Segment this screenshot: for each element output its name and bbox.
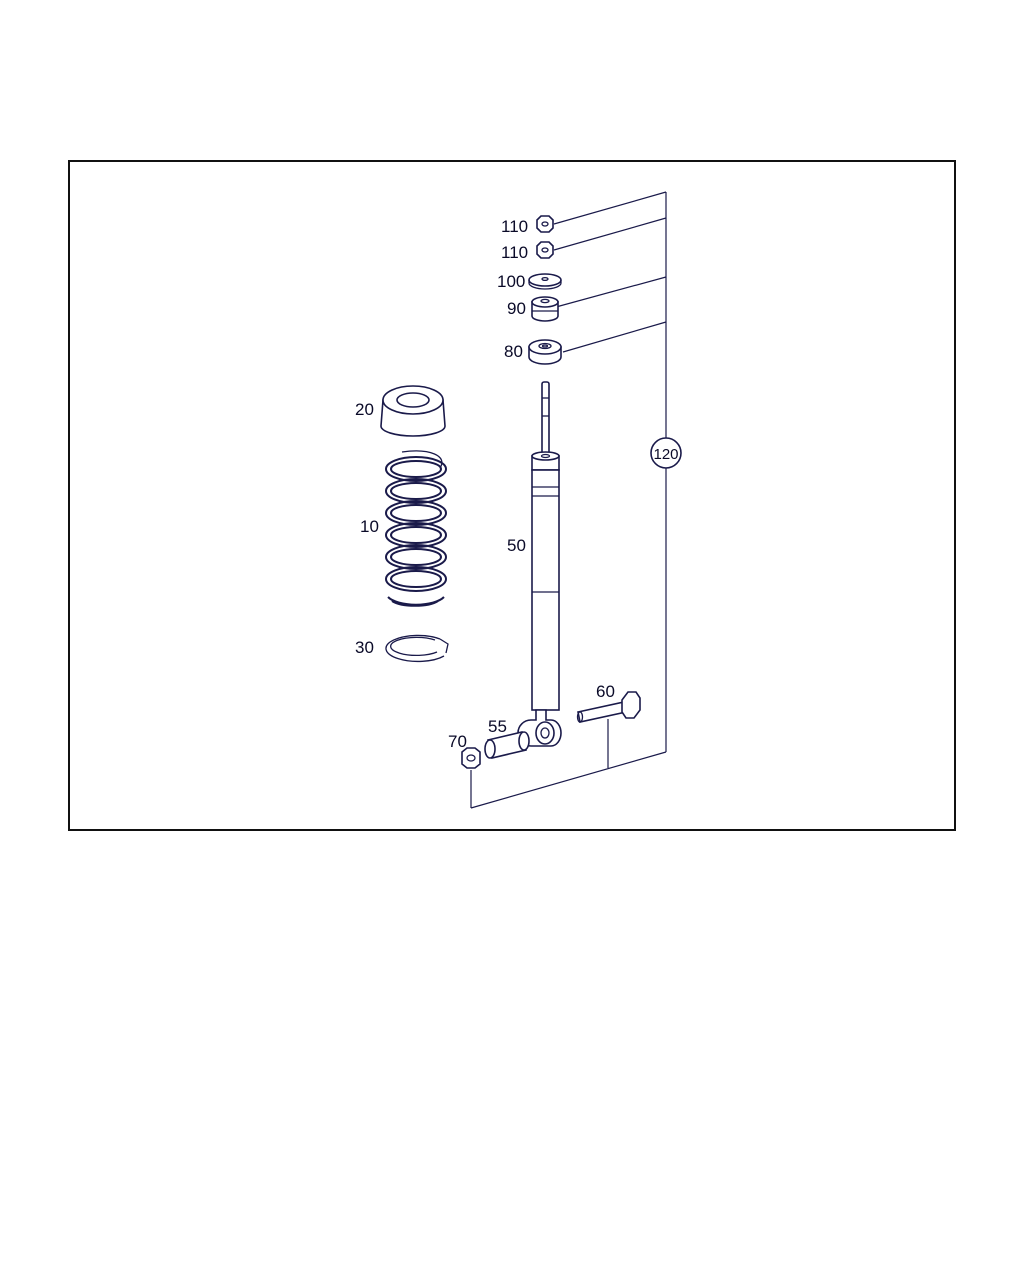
callout-110-top[interactable]: 110 — [501, 217, 528, 236]
callout-20[interactable]: 20 — [355, 400, 374, 419]
callout-100[interactable]: 100 — [497, 272, 525, 291]
callout-10[interactable]: 10 — [360, 517, 379, 536]
rubber-mount-icon[interactable] — [528, 339, 562, 365]
bushing-icon[interactable] — [484, 731, 530, 759]
spring-pad-icon[interactable] — [380, 385, 446, 437]
callout-120[interactable]: 120 — [653, 446, 678, 463]
callout-80[interactable]: 80 — [504, 342, 523, 361]
nut-icon[interactable] — [536, 241, 554, 259]
rubber-mount-icon[interactable] — [531, 296, 559, 322]
callout-90[interactable]: 90 — [507, 299, 526, 318]
coil-spring-icon[interactable] — [385, 450, 447, 607]
kit-bracket-lines — [470, 191, 667, 809]
callout-30[interactable]: 30 — [355, 638, 374, 657]
lock-nut-icon[interactable] — [461, 747, 481, 769]
diagram-frame — [68, 160, 956, 831]
callout-labels: 110 110 100 90 80 20 10 30 50 60 55 70 1… — [355, 217, 679, 751]
callout-60[interactable]: 60 — [596, 682, 615, 701]
kit-callout-circle — [650, 437, 682, 469]
washer-icon[interactable] — [528, 273, 562, 290]
bolt-icon[interactable] — [576, 691, 641, 723]
spring-ring-icon[interactable] — [385, 634, 449, 663]
nut-icon[interactable] — [536, 215, 554, 233]
shock-absorber-icon[interactable] — [517, 381, 562, 747]
callout-50[interactable]: 50 — [507, 536, 526, 555]
callout-110-second[interactable]: 110 — [501, 243, 528, 262]
callout-55[interactable]: 55 — [488, 717, 507, 736]
callout-70[interactable]: 70 — [448, 732, 467, 751]
